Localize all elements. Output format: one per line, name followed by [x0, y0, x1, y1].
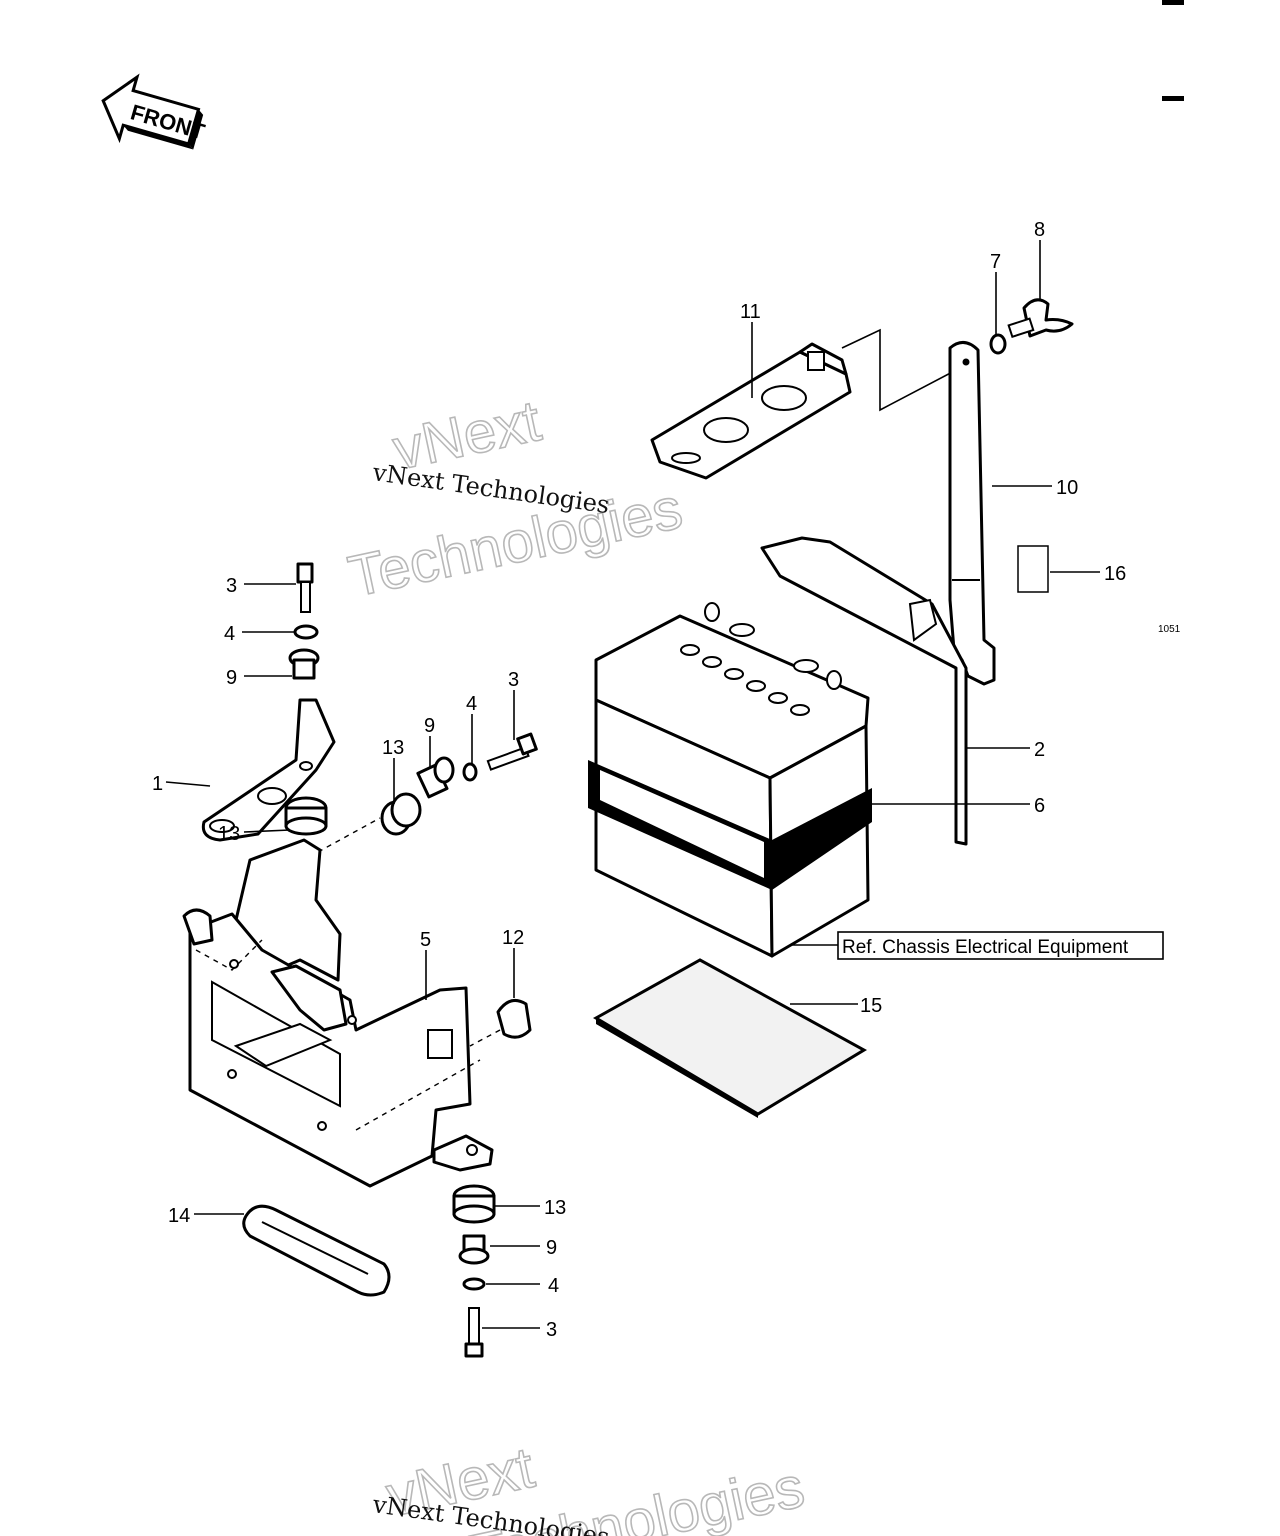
- part-13-grommet-left: [284, 796, 328, 836]
- part-3-bolt-upper-left: [296, 562, 314, 613]
- part-3-bolt-middle: [486, 732, 538, 771]
- callout-9-middle: 9: [424, 715, 435, 737]
- part-11-top-bracket: [650, 342, 852, 480]
- callout-3-upper-left: 3: [226, 575, 237, 597]
- part-5-battery-box: [182, 838, 494, 1188]
- figure-code: 1051: [1158, 624, 1181, 635]
- callout-15: 15: [860, 995, 882, 1017]
- part-4-washer-upper-left: [293, 624, 319, 640]
- callout-13-left: 13: [218, 823, 240, 845]
- part-4-washer-bottom: [462, 1277, 486, 1291]
- part-11-dash-link: [841, 328, 961, 412]
- callout-4-upper-left: 4: [224, 623, 235, 645]
- callout-8: 8: [1034, 219, 1045, 241]
- callout-16: 16: [1104, 563, 1126, 585]
- part-7-washer: [989, 333, 1007, 355]
- callout-3-bottom: 3: [546, 1319, 557, 1341]
- watermark-serif: vNext Technologies: [370, 458, 611, 519]
- part-14-rubber-strip: [242, 1204, 391, 1297]
- callout-4-bottom: 4: [548, 1275, 559, 1297]
- callout-3-middle: 3: [508, 669, 519, 691]
- part-12-grommet: [496, 998, 532, 1039]
- part-9-collar-upper-left: [288, 648, 320, 680]
- callout-13-middle: 13: [382, 737, 404, 759]
- part-13-grommet-bottom: [452, 1184, 496, 1224]
- dash-link-middle: [317, 817, 381, 853]
- callout-13-bottom: 13: [544, 1197, 566, 1219]
- part-15-battery-mat: [592, 958, 868, 1118]
- part-13-grommet-middle: [380, 792, 422, 836]
- callout-7: 7: [990, 251, 1001, 273]
- part-9-collar-bottom: [458, 1234, 490, 1265]
- part-8-wing-bolt: [1007, 298, 1074, 339]
- part-1-bracket: [201, 698, 336, 842]
- callout-14: 14: [168, 1205, 190, 1227]
- reference-text: Ref. Chassis Electrical Equipment: [842, 937, 1129, 958]
- front-arrow-icon: FRONT: [101, 73, 208, 150]
- callout-1: 1: [152, 773, 163, 795]
- edge-mark-middle: [1162, 96, 1184, 101]
- dash-link-12: [469, 1029, 501, 1047]
- callout-12: 12: [502, 927, 524, 949]
- callout-4-middle: 4: [466, 693, 477, 715]
- leader-lines: [165, 240, 1100, 1329]
- part-3-bolt-bottom: [464, 1307, 484, 1358]
- part-2-battery-plate: [760, 536, 968, 846]
- callout-11: 11: [740, 301, 761, 323]
- part-10-strap: [948, 341, 996, 686]
- part-6-battery: [588, 602, 872, 958]
- callout-9-upper-left: 9: [226, 667, 237, 689]
- part-9-collar-middle: [416, 756, 455, 799]
- callout-10: 10: [1056, 477, 1078, 499]
- reference-box: Ref. Chassis Electrical Equipment: [790, 931, 1164, 960]
- part-16-label: [1017, 545, 1049, 593]
- callout-2: 2: [1034, 739, 1045, 761]
- callout-6: 6: [1034, 795, 1045, 817]
- part-4-washer-middle: [462, 762, 478, 782]
- callout-9-bottom: 9: [546, 1237, 557, 1259]
- callout-5: 5: [420, 929, 431, 951]
- edge-mark-top: [1162, 0, 1184, 5]
